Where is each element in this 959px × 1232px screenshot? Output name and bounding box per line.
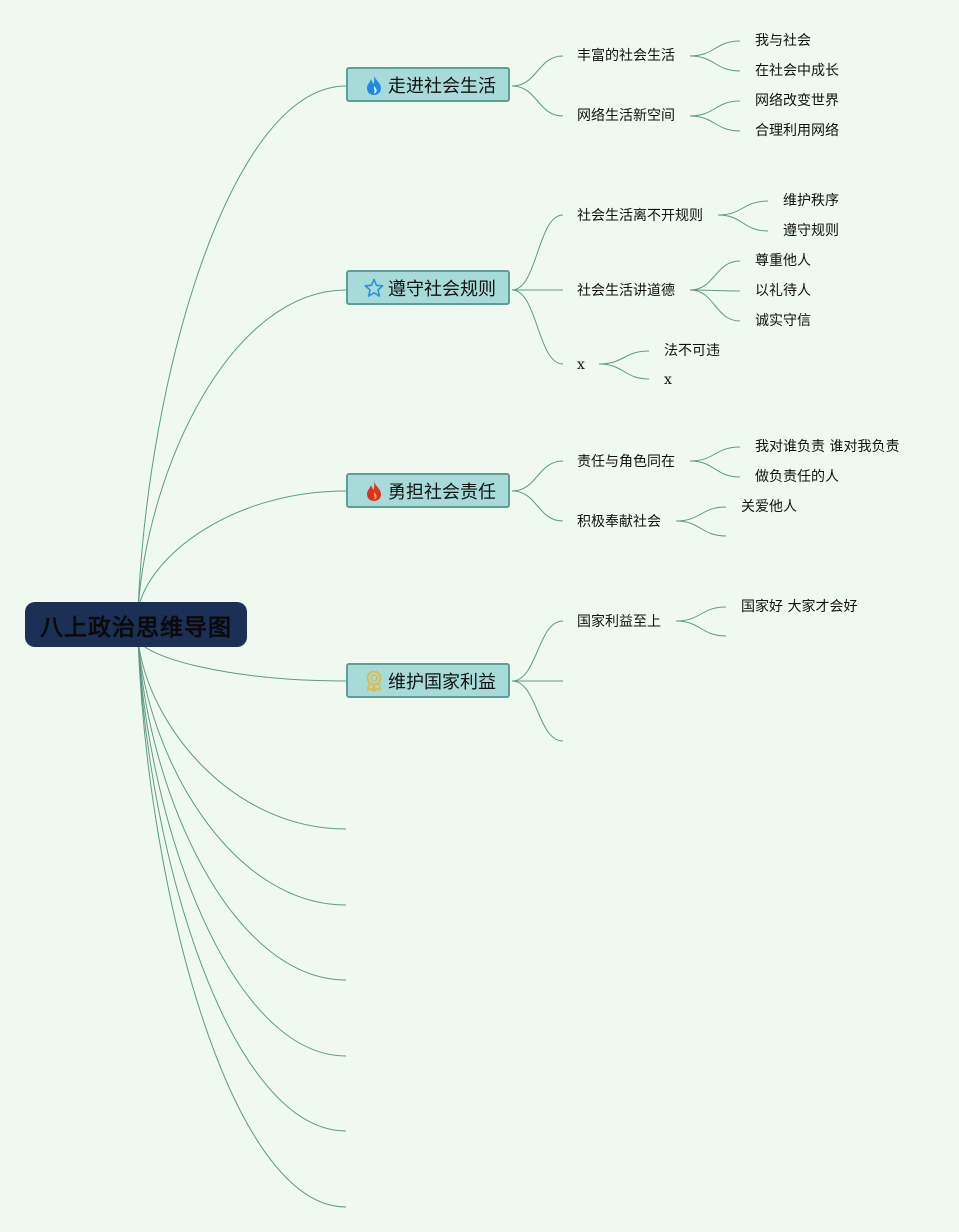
subtopic-2-2[interactable]: 社会生活讲道德 [577, 283, 675, 299]
connector-line [689, 260, 741, 291]
connector-line [511, 680, 564, 742]
leaf-2-2-2[interactable]: 以礼待人 [755, 283, 811, 299]
branch-topic-3[interactable]: 勇担社会责任 [346, 473, 510, 508]
connector-line [598, 363, 650, 380]
leaf-1-2-2[interactable]: 合理利用网络 [755, 123, 839, 139]
connector-line [511, 214, 564, 291]
connector-line [137, 639, 347, 830]
connector-line [137, 639, 347, 1132]
connector-line [137, 639, 347, 906]
connector-line [137, 490, 347, 611]
subtopic-1-2[interactable]: 网络生活新空间 [577, 108, 675, 124]
connector-line [137, 289, 347, 611]
connector-line [689, 100, 741, 117]
leaf-2-1-2[interactable]: 遵守规则 [783, 223, 839, 239]
leaf-3-2-1[interactable]: 关爱他人 [741, 499, 797, 515]
leaf-1-2-1[interactable]: 网络改变世界 [755, 93, 839, 109]
connector-line [675, 506, 727, 522]
leaf-1-1-2[interactable]: 在社会中成长 [755, 63, 839, 79]
leaf-2-1-1[interactable]: 维护秩序 [783, 193, 839, 209]
leaf-4-1-1[interactable]: 国家好 大家才会好 [741, 599, 858, 615]
branch-topic-2[interactable]: 遵守社会规则 [346, 270, 510, 305]
connector-line [689, 40, 741, 57]
water-drop-icon [364, 74, 384, 96]
connector-line [137, 639, 347, 1057]
leaf-3-1-1[interactable]: 我对谁负责 谁对我负责 [755, 439, 900, 455]
branch-topic-1[interactable]: 走进社会生活 [346, 67, 510, 102]
connector-line [717, 214, 769, 232]
connector-line [675, 620, 727, 637]
connector-line [511, 85, 564, 117]
leaf-2-2-1[interactable]: 尊重他人 [755, 253, 811, 269]
branch-label: 走进社会生活 [388, 75, 496, 97]
leaf-1-1-1[interactable]: 我与社会 [755, 33, 811, 49]
subtopic-1-1[interactable]: 丰富的社会生活 [577, 48, 675, 64]
branch-label: 遵守社会规则 [388, 278, 496, 300]
subtopic-3-1[interactable]: 责任与角色同在 [577, 454, 675, 470]
connector-line [675, 606, 727, 622]
connector-line [717, 200, 769, 216]
subtopic-2-1[interactable]: 社会生活离不开规则 [577, 208, 703, 224]
connector-line [675, 520, 727, 537]
branch-topic-4[interactable]: 维护国家利益 [346, 663, 510, 698]
root-topic[interactable]: 八上政治思维导图 [25, 602, 247, 647]
connector-line [511, 620, 564, 682]
leaf-3-1-2[interactable]: 做负责任的人 [755, 469, 839, 485]
star-icon [364, 277, 384, 299]
leaf-2-3-2[interactable]: x [664, 372, 672, 388]
branch-label: 勇担社会责任 [388, 481, 496, 503]
award-badge-icon [364, 670, 384, 692]
connector-line [137, 85, 347, 611]
subtopic-3-2[interactable]: 积极奉献社会 [577, 514, 661, 530]
leaf-2-2-3[interactable]: 诚实守信 [755, 313, 811, 329]
root-title: 八上政治思维导图 [40, 614, 232, 641]
connector-line [598, 350, 650, 365]
connector-line [689, 446, 741, 462]
connector-line [689, 55, 741, 72]
connector-line [511, 55, 564, 87]
connector-line [511, 490, 564, 522]
connector-line [689, 460, 741, 478]
leaf-2-3-1[interactable]: 法不可违 [664, 343, 720, 359]
connector-line [511, 289, 564, 365]
connector-line [689, 289, 741, 322]
subtopic-4-1[interactable]: 国家利益至上 [577, 614, 661, 630]
connector-line [689, 289, 741, 292]
connector-line [137, 639, 347, 981]
connector-line [689, 115, 741, 132]
fire-icon [364, 480, 384, 502]
connector-line [511, 460, 564, 492]
connector-line [137, 639, 347, 1208]
subtopic-2-3[interactable]: x [577, 357, 585, 373]
branch-label: 维护国家利益 [388, 671, 496, 693]
